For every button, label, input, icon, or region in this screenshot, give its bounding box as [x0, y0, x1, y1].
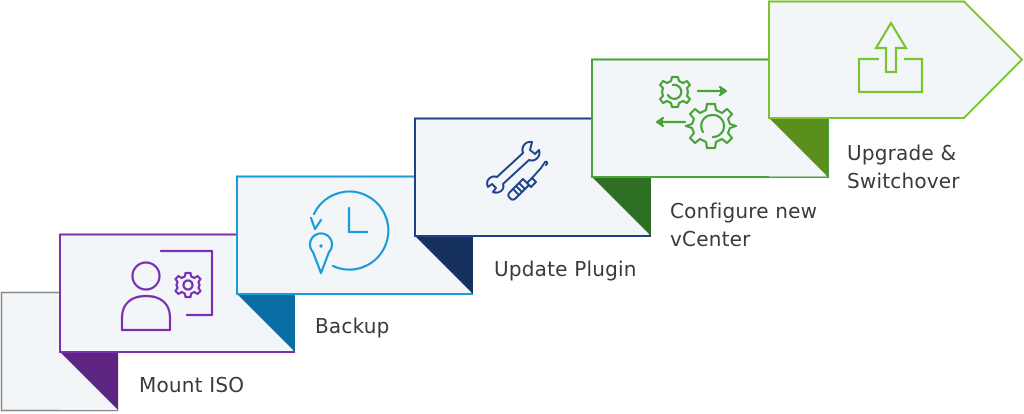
label-mount-iso: Mount ISO [139, 371, 244, 399]
label-configure-vcenter: Configure new vCenter [670, 197, 817, 253]
step-upgrade-switchover [768, 0, 1024, 177]
update-plugin-fold [415, 236, 473, 294]
label-line: Upgrade & [847, 141, 957, 165]
configure-vcenter-fold [592, 177, 651, 236]
label-line: Update Plugin [494, 257, 637, 281]
label-line: vCenter [670, 227, 751, 251]
clock-location-icon [308, 190, 390, 275]
label-line: Switchover [847, 169, 960, 193]
label-update-plugin: Update Plugin [494, 255, 637, 283]
label-line: Mount ISO [139, 373, 245, 397]
backup-fold [237, 294, 295, 352]
upgrade-switchover-fold [769, 118, 828, 177]
label-upgrade-switchover: Upgrade & Switchover [847, 139, 960, 195]
gears-sync-icon [655, 75, 738, 150]
user-gear-icon [120, 249, 214, 332]
upload-icon [857, 20, 924, 94]
wrench-screwdriver-icon [486, 140, 549, 201]
label-backup: Backup [315, 312, 390, 340]
mount-iso-fold [60, 352, 118, 410]
label-line: Backup [315, 314, 390, 338]
label-line: Configure new [670, 199, 818, 223]
